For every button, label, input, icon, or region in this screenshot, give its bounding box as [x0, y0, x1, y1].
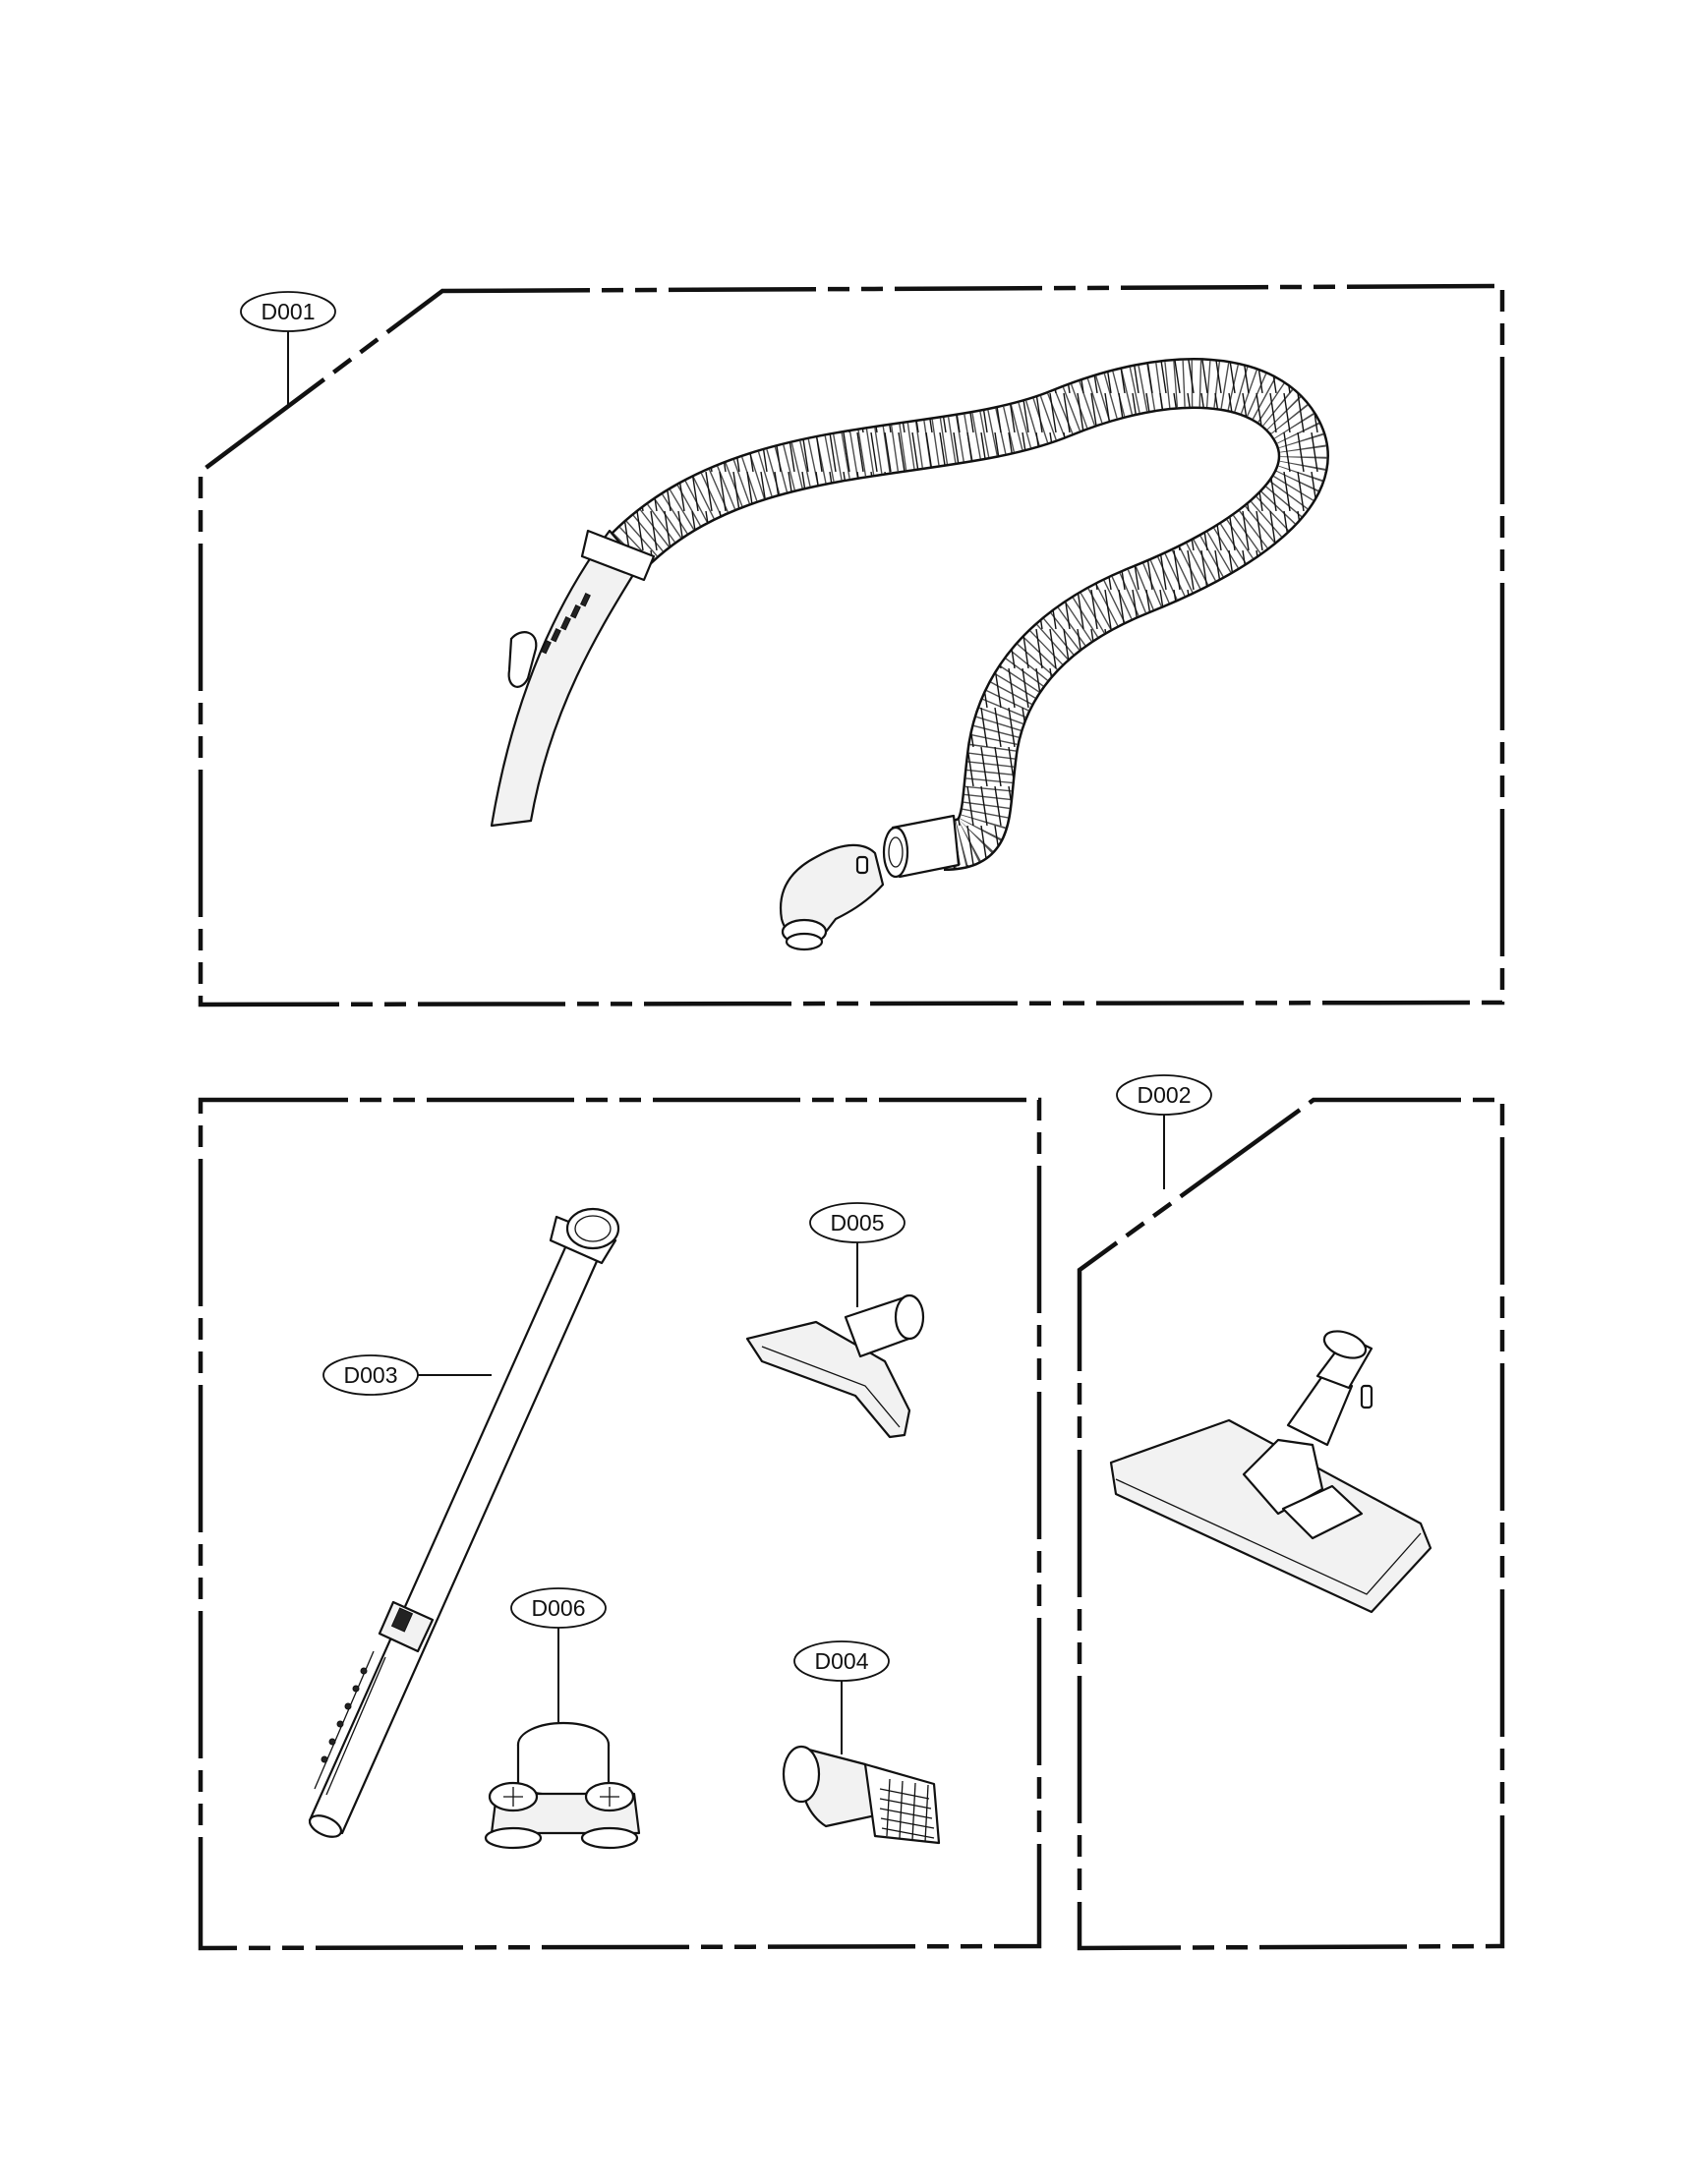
floor-nozzle-drawing: [1109, 1330, 1432, 1614]
upholstery-nozzle-drawing: [745, 1293, 925, 1439]
extension-pipe-drawing: [308, 1207, 620, 1838]
part-label-text: D003: [344, 1362, 398, 1388]
part-label-text: D002: [1138, 1082, 1192, 1108]
part-label-text: D005: [831, 1210, 885, 1236]
part-label-d002: D002: [1116, 1074, 1212, 1116]
holder-clip-drawing: [484, 1721, 641, 1850]
part-label-d005: D005: [809, 1202, 905, 1243]
part-label-d003: D003: [322, 1354, 419, 1396]
frame-floor-nozzle: [1077, 1097, 1505, 1951]
part-label-text: D006: [532, 1595, 586, 1621]
frame-hose-assembly: [198, 283, 1505, 1007]
dusting-brush-drawing: [782, 1745, 941, 1845]
part-label-text: D001: [262, 299, 316, 324]
part-label-d004: D004: [793, 1640, 890, 1682]
part-label-d006: D006: [510, 1587, 607, 1629]
frame-accessories: [198, 1097, 1042, 1951]
part-label-d001: D001: [240, 291, 336, 332]
hose-assembly-drawing: [490, 358, 1329, 951]
part-label-text: D004: [815, 1648, 869, 1674]
